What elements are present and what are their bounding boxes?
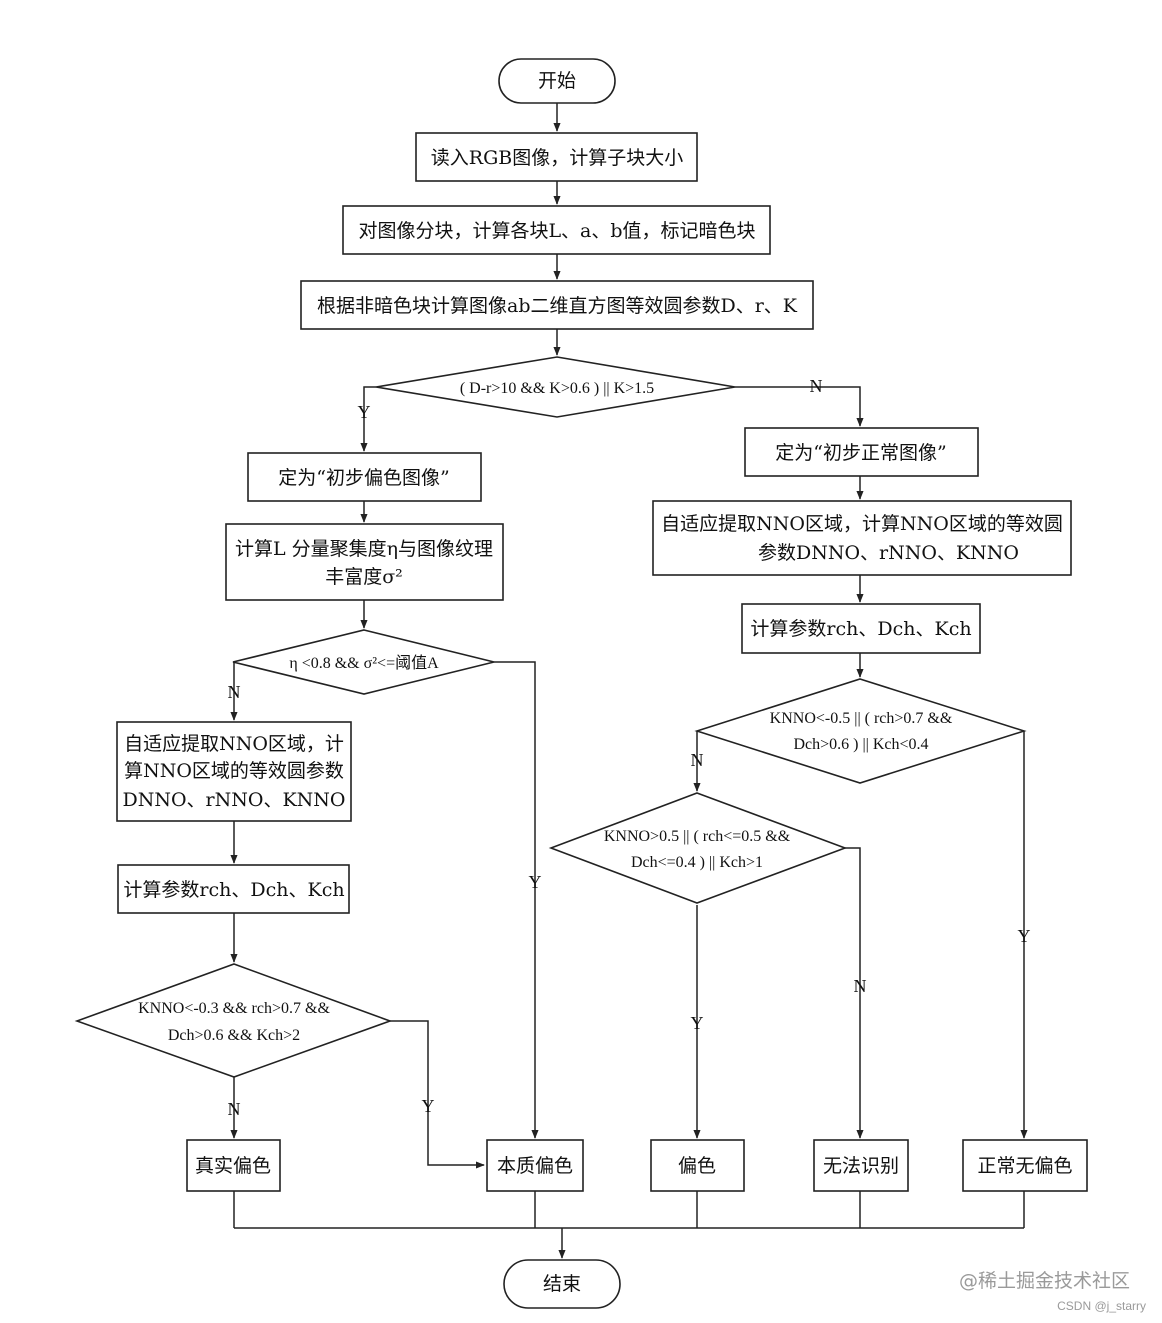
nno-right-box [652, 500, 1072, 576]
essential-cast-label: 本质偏色 [497, 1155, 573, 1177]
prelim-normal-box [744, 427, 979, 477]
calc-l-node: 计算L 分量聚集度η与图像纹理 丰富度σ² [225, 523, 504, 601]
params-label: 根据非暗色块计算图像ab二维直方图等效圆参数D、r、K [317, 295, 798, 317]
decision4-diamond [548, 792, 848, 904]
decision1-diamond [375, 356, 736, 418]
calc-rch-left-box [117, 864, 350, 914]
block-node: 对图像分块，计算各块L、a、b值，标记暗色块 [342, 205, 771, 255]
decision1-label: ( D-r>10 && K>0.6 ) || K>1.5 [460, 380, 654, 397]
nno-right-node: 自适应提取NNO区域，计算NNO区域的等效圆 参数DNNO、rNNO、KNNO [652, 500, 1072, 576]
calc-l-box [225, 523, 504, 601]
decision5-label-2: Dch>0.6 && Kch>2 [168, 1027, 300, 1044]
read-box [415, 132, 698, 182]
nno-right-label-2: 参数DNNO、rNNO、KNNO [758, 542, 1019, 564]
true-cast-label: 真实偏色 [195, 1155, 271, 1177]
decision5-node: KNNO<-0.3 && rch>0.7 && Dch>0.6 && Kch>2 [74, 963, 393, 1078]
true-cast-node: 真实偏色 [186, 1139, 281, 1192]
block-box [342, 205, 771, 255]
nno-left-label-1: 自适应提取NNO区域，计 [124, 733, 344, 755]
normal-label: 正常无偏色 [977, 1155, 1072, 1177]
decision3-label-2: Dch>0.6 ) || Kch<0.4 [793, 736, 928, 753]
calc-rch-right-label: 计算参数rch、Dch、Kch [750, 618, 971, 640]
label-d3-yes: Y [1018, 926, 1031, 946]
decision2-label: η <0.8 && σ²<=阈值A [289, 654, 439, 672]
true-cast-box [186, 1139, 281, 1192]
essential-cast-node: 本质偏色 [486, 1139, 584, 1192]
decision2-node: η <0.8 && σ²<=阈值A [232, 629, 495, 695]
end-node: 结束 [503, 1259, 621, 1309]
prelim-normal-label: 定为“初步正常图像” [775, 442, 946, 464]
edge-decision1-no [735, 386, 864, 427]
nno-left-node: 自适应提取NNO区域，计 算NNO区域的等效圆参数 DNNO、rNNO、KNNO [116, 721, 352, 822]
end-terminal [503, 1259, 621, 1309]
edge-decision1-yes [360, 386, 376, 452]
decision5-diamond [74, 963, 393, 1078]
decision4-label-2: Dch<=0.4 ) || Kch>1 [631, 854, 763, 871]
normal-box [962, 1139, 1088, 1192]
label-d3-no: N [691, 750, 704, 770]
nno-left-box [116, 721, 352, 822]
cast-node: 偏色 [650, 1139, 745, 1192]
label-d1-no: N [810, 376, 823, 396]
decision3-node: KNNO<-0.5 || ( rch>0.7 && Dch>0.6 ) || K… [694, 678, 1027, 784]
label-d2-yes: Y [529, 872, 542, 892]
edge-decision2-yes [494, 661, 539, 1139]
calc-rch-left-label: 计算参数rch、Dch、Kch [123, 879, 344, 901]
start-terminal [498, 58, 616, 104]
calc-rch-right-box [741, 603, 981, 654]
edge-labels: Y N N Y N Y Y N N Y [228, 376, 1031, 1119]
essential-cast-box [486, 1139, 584, 1192]
label-d2-no: N [228, 682, 241, 702]
cast-box [650, 1139, 745, 1192]
label-d4-no: N [854, 976, 867, 996]
label-d5-no: N [228, 1099, 241, 1119]
label-d4-yes: Y [691, 1013, 704, 1033]
decision5-label-1: KNNO<-0.3 && rch>0.7 && [138, 1000, 330, 1017]
decision3-diamond [694, 678, 1027, 784]
end-label: 结束 [543, 1273, 581, 1295]
prelim-normal-node: 定为“初步正常图像” [744, 427, 979, 477]
decision3-label-1: KNNO<-0.5 || ( rch>0.7 && [770, 710, 953, 727]
calc-rch-left-node: 计算参数rch、Dch、Kch [117, 864, 350, 914]
label-d1-yes: Y [358, 402, 371, 422]
normal-node: 正常无偏色 [962, 1139, 1088, 1192]
params-node: 根据非暗色块计算图像ab二维直方图等效圆参数D、r、K [300, 280, 814, 330]
watermark-author: CSDN @j_starry [1057, 1299, 1146, 1313]
edge-decision4-no [845, 847, 864, 1139]
decision1-node: ( D-r>10 && K>0.6 ) || K>1.5 [375, 356, 736, 418]
label-d5-yes: Y [422, 1096, 435, 1116]
prelim-cast-box [247, 452, 482, 502]
prelim-cast-node: 定为“初步偏色图像” [247, 452, 482, 502]
connectors [230, 103, 1028, 1259]
nno-left-label-3: DNNO、rNNO、KNNO [123, 789, 346, 811]
calc-rch-right-node: 计算参数rch、Dch、Kch [741, 603, 981, 654]
block-label: 对图像分块，计算各块L、a、b值，标记暗色块 [358, 220, 755, 242]
nno-right-label-1: 自适应提取NNO区域，计算NNO区域的等效圆 [661, 513, 1063, 535]
start-label: 开始 [538, 70, 576, 92]
calc-l-label-1: 计算L 分量聚集度η与图像纹理 [235, 538, 493, 560]
watermark-site: @稀土掘金技术社区 [959, 1270, 1130, 1292]
read-label: 读入RGB图像，计算子块大小 [431, 147, 683, 169]
decision4-node: KNNO>0.5 || ( rch<=0.5 && Dch<=0.4 ) || … [548, 792, 848, 904]
unrecognizable-label: 无法识别 [823, 1155, 899, 1177]
nno-left-label-2: 算NNO区域的等效圆参数 [124, 760, 344, 782]
calc-l-label-2: 丰富度σ² [325, 566, 403, 588]
read-node: 读入RGB图像，计算子块大小 [415, 132, 698, 182]
prelim-cast-label: 定为“初步偏色图像” [278, 467, 449, 489]
params-box [300, 280, 814, 330]
cast-label: 偏色 [678, 1155, 716, 1177]
unrecognizable-box [813, 1139, 909, 1192]
start-node: 开始 [498, 58, 616, 104]
decision2-diamond [232, 629, 495, 695]
decision4-label-1: KNNO>0.5 || ( rch<=0.5 && [604, 828, 791, 845]
unrecognizable-node: 无法识别 [813, 1139, 909, 1192]
edge-decision5-yes [390, 1020, 485, 1169]
